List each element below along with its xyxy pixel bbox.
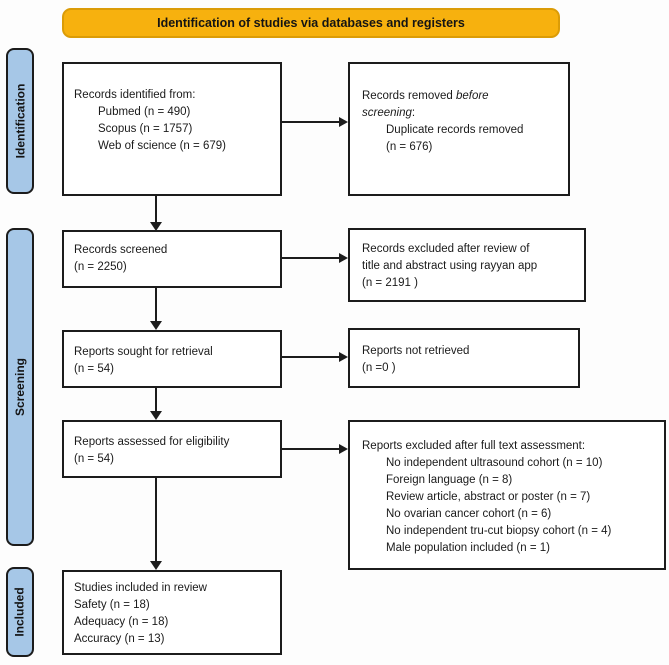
box-reports-excluded-fulltext-item: Male population included (n = 1) [386, 542, 550, 554]
arrow-assessed-to-fulltextexcluded-line [282, 448, 340, 450]
banner-label: Identification of studies via databases … [157, 16, 465, 30]
box-records-excluded-review-line: title and abstract using rayyan app [362, 260, 538, 272]
box-records-identified-item: Web of science (n = 679) [98, 140, 226, 152]
box-records-removed: Records removed before screening: Duplic… [348, 62, 570, 196]
box-records-removed-title: Records removed before screening: [362, 88, 532, 122]
stage-label-identification: Identification [6, 48, 34, 194]
box-reports-assessed: Reports assessed for eligibility (n = 54… [62, 420, 282, 478]
arrow-sought-to-notretrieved-head-icon [339, 352, 348, 362]
box-reports-excluded-fulltext-item: No independent ultrasound cohort (n = 10… [386, 457, 603, 469]
stage-label-screening-text: Screening [13, 357, 27, 417]
arrow-screened-to-excluded-line [282, 257, 340, 259]
box-records-screened: Records screened (n = 2250) [62, 230, 282, 288]
arrow-identified-to-removed-line [282, 121, 340, 123]
box-records-identified-item: Pubmed (n = 490) [98, 106, 191, 118]
arrow-assessed-to-included-head-icon [150, 561, 162, 570]
box-records-identified: Records identified from: Pubmed (n = 490… [62, 62, 282, 196]
box-reports-excluded-fulltext-item: Review article, abstract or poster (n = … [386, 491, 591, 503]
box-reports-sought-line: (n = 54) [74, 363, 114, 375]
stage-label-included-text: Included [13, 587, 27, 637]
box-reports-assessed-line: (n = 54) [74, 453, 114, 465]
box-records-screened-line: Records screened [74, 244, 168, 256]
arrow-identified-to-screened-line [155, 196, 157, 223]
box-records-identified-title: Records identified from: [74, 89, 196, 101]
arrow-identified-to-removed-head-icon [339, 117, 348, 127]
box-reports-not-retrieved-line: (n =0 ) [362, 362, 396, 374]
box-records-excluded-review: Records excluded after review of title a… [348, 228, 586, 302]
box-reports-excluded-fulltext-title: Reports excluded after full text assessm… [362, 440, 586, 452]
box-records-removed-title-italic: before screening [362, 90, 489, 119]
arrow-sought-to-assessed-line [155, 388, 157, 412]
arrow-screened-to-sought-head-icon [150, 321, 162, 330]
box-studies-included: Studies included in review Safety (n = 1… [62, 570, 282, 655]
box-records-removed-item: Duplicate records removed [386, 124, 524, 136]
stage-label-included: Included [6, 567, 34, 657]
box-reports-sought-line: Reports sought for retrieval [74, 346, 213, 358]
stage-label-identification-text: Identification [13, 83, 28, 159]
stage-label-screening: Screening [6, 228, 34, 546]
box-reports-not-retrieved: Reports not retrieved (n =0 ) [348, 328, 580, 388]
box-reports-not-retrieved-line: Reports not retrieved [362, 345, 470, 357]
box-records-removed-item: (n = 676) [386, 141, 433, 153]
arrow-assessed-to-fulltextexcluded-head-icon [339, 444, 348, 454]
box-reports-excluded-fulltext-item: No independent tru-cut biopsy cohort (n … [386, 525, 612, 537]
box-reports-assessed-line: Reports assessed for eligibility [74, 436, 230, 448]
box-records-removed-title-prefix: Records removed [362, 90, 456, 102]
arrow-screened-to-excluded-head-icon [339, 253, 348, 263]
arrow-sought-to-assessed-head-icon [150, 411, 162, 420]
box-reports-excluded-fulltext: Reports excluded after full text assessm… [348, 420, 666, 570]
box-records-screened-line: (n = 2250) [74, 261, 127, 273]
box-studies-included-line: Safety (n = 18) [74, 599, 150, 611]
arrow-screened-to-sought-line [155, 288, 157, 322]
box-studies-included-line: Studies included in review [74, 582, 207, 594]
arrow-identified-to-screened-head-icon [150, 222, 162, 231]
arrow-sought-to-notretrieved-line [282, 356, 340, 358]
box-studies-included-line: Adequacy (n = 18) [74, 616, 169, 628]
box-records-identified-item: Scopus (n = 1757) [98, 123, 193, 135]
box-records-excluded-review-line: (n = 2191 ) [362, 277, 418, 289]
box-records-excluded-review-line: Records excluded after review of [362, 243, 530, 255]
box-studies-included-line: Accuracy (n = 13) [74, 633, 165, 645]
box-reports-excluded-fulltext-item: Foreign language (n = 8) [386, 474, 513, 486]
box-reports-sought: Reports sought for retrieval (n = 54) [62, 330, 282, 388]
box-records-removed-title-suffix: : [411, 107, 416, 119]
arrow-assessed-to-included-line [155, 478, 157, 562]
banner-identification-via-databases: Identification of studies via databases … [62, 8, 560, 38]
box-reports-excluded-fulltext-item: No ovarian cancer cohort (n = 6) [386, 508, 552, 520]
